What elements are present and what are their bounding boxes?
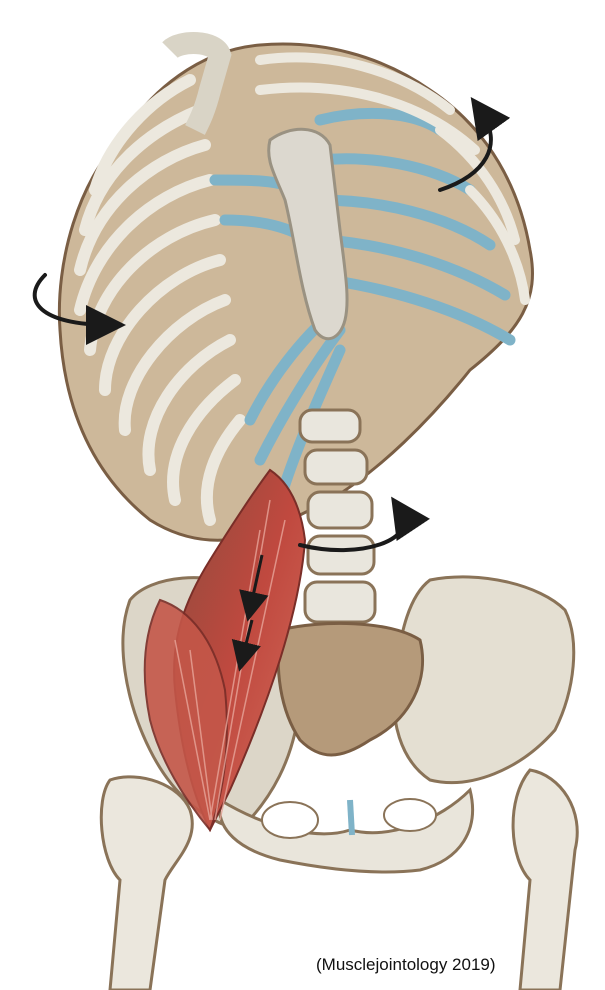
obturator-right bbox=[384, 799, 436, 831]
left-femur bbox=[101, 777, 192, 990]
obturator-left bbox=[262, 802, 318, 838]
rib-cage bbox=[59, 44, 532, 540]
image-caption: (Musclejointology 2019) bbox=[316, 955, 496, 975]
right-femur bbox=[513, 770, 577, 990]
pubic-symphysis bbox=[350, 800, 352, 835]
